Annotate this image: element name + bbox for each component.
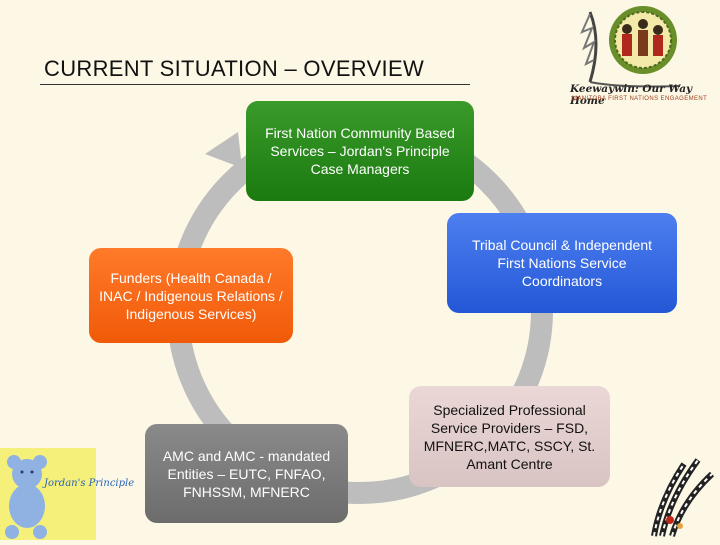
jordans-principle-logo <box>0 448 96 540</box>
bear-logo-text: Jordan's Principle <box>44 478 135 489</box>
title-underline <box>40 84 470 85</box>
cycle-node-specialized-providers: Specialized Professional Service Provide… <box>409 386 610 487</box>
cycle-node-amc-entities: AMC and AMC - mandated Entities – EUTC, … <box>145 424 348 523</box>
keewaywin-logo-icon <box>580 6 681 88</box>
feather-headdress-icon <box>651 458 715 537</box>
feather-headdress <box>640 440 720 540</box>
cycle-node-tribal-council: Tribal Council & Independent First Natio… <box>447 213 677 313</box>
logo-subtitle: MANITOBA FIRST NATIONS ENGAGEMENT <box>572 96 708 102</box>
logo-text: Keewaywin: Our Way Home <box>570 83 693 107</box>
cycle-node-funders: Funders (Health Canada / INAC / Indigeno… <box>89 248 293 343</box>
teddy-bear-icon <box>5 455 47 539</box>
cycle-arrowhead <box>205 132 242 168</box>
cycle-node-community-services: First Nation Community Based Services – … <box>246 101 474 201</box>
keewaywin-logo <box>560 2 720 112</box>
slide-title: CURRENT SITUATION – OVERVIEW <box>44 56 425 81</box>
